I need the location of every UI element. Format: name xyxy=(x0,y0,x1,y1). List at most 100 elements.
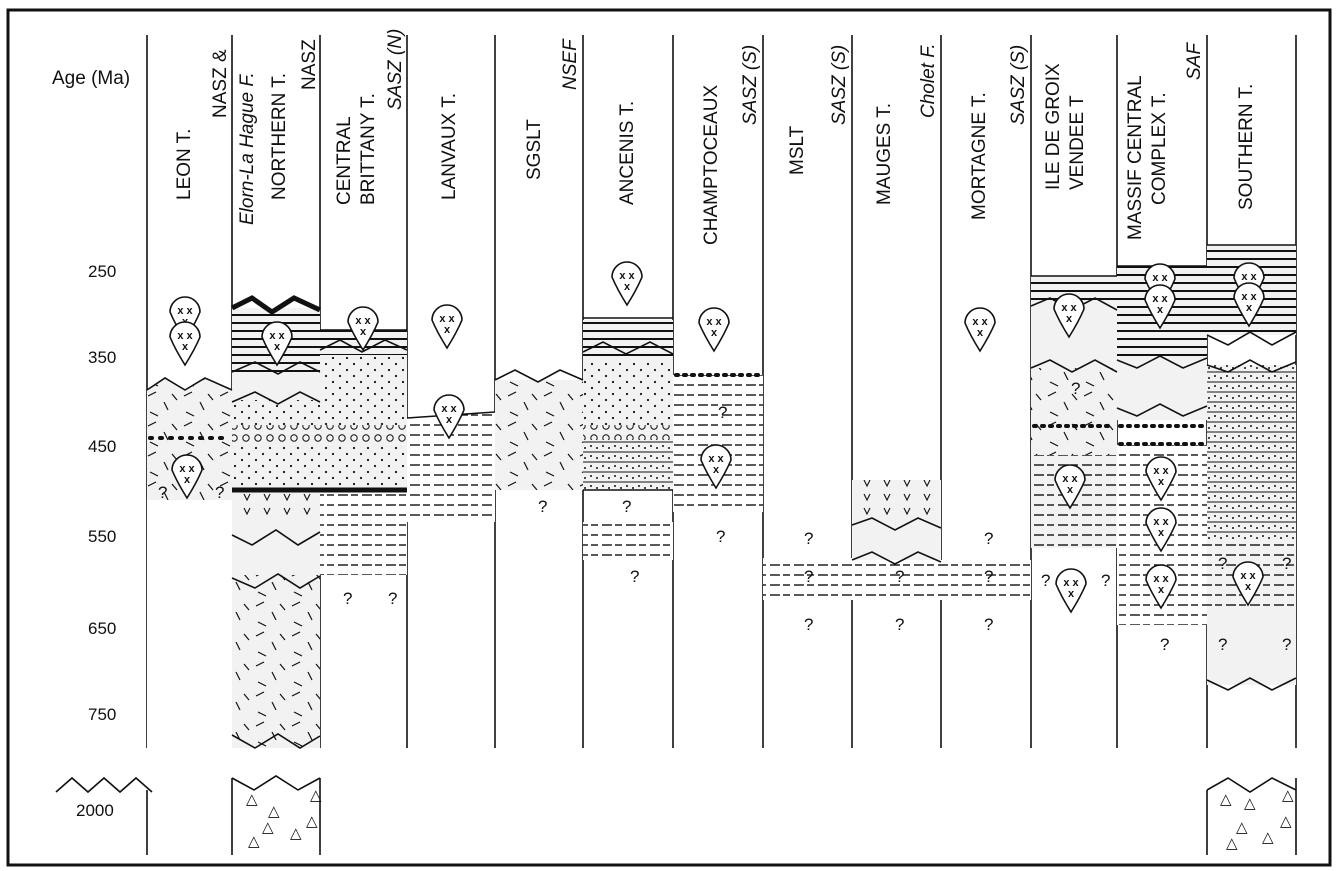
triangle-glyph: △ xyxy=(1236,818,1248,836)
axis-tick-break: 2000 xyxy=(76,801,114,820)
svg-text:x: x xyxy=(184,474,191,486)
boundary-label-nsef: NSEF xyxy=(560,38,581,90)
triangle-glyph: △ xyxy=(246,790,258,808)
svg-text:x: x xyxy=(360,326,367,338)
question-mark: ? xyxy=(895,615,904,634)
boundary-label-sasz-s-3: SASZ (S) xyxy=(1008,45,1029,125)
axis-tick: 350 xyxy=(88,348,116,367)
question-mark: ? xyxy=(718,403,727,422)
column-label-massif-central-1: MASSIF CENTRAL xyxy=(1125,75,1146,240)
triangle-glyph: △ xyxy=(310,786,322,804)
column-label-northern: NORTHERN T. xyxy=(269,73,290,200)
boundary-label-sasz-s-1: SASZ (S) xyxy=(740,45,761,125)
boundary-label-elorn-la-hague: Elorn-La Hague F. xyxy=(237,72,258,225)
column-label-mauges: MAUGES T. xyxy=(874,103,895,205)
question-mark: ? xyxy=(716,527,725,546)
question-mark: ? xyxy=(804,615,813,634)
question-mark: ? xyxy=(895,567,904,586)
triangle-glyph: △ xyxy=(248,832,260,850)
triangle-glyph: △ xyxy=(1280,812,1292,830)
svg-text:x: x xyxy=(1158,527,1165,539)
column-label-ile-de-groix-1: ILE DE GROIX xyxy=(1043,63,1064,190)
pluton-symbol: x xx xyxy=(1056,569,1086,612)
question-mark: ? xyxy=(984,529,993,548)
triangle-glyph: △ xyxy=(1220,790,1232,808)
column-label-southern: SOUTHERN T. xyxy=(1236,84,1257,210)
question-mark: ? xyxy=(158,483,167,502)
svg-text:x: x xyxy=(977,327,984,339)
axis-break-mark xyxy=(56,778,152,792)
boundary-label-sasz-s-2: SASZ (S) xyxy=(829,45,850,125)
svg-text:x: x xyxy=(1067,484,1074,496)
pluton-symbol: x xx xyxy=(170,322,200,365)
question-mark: ? xyxy=(804,567,813,586)
question-mark: ? xyxy=(1282,554,1291,573)
question-mark: ? xyxy=(1071,379,1080,398)
svg-text:x: x xyxy=(182,341,189,353)
question-mark: ? xyxy=(984,615,993,634)
svg-text:x: x xyxy=(1158,584,1165,596)
svg-text:x: x xyxy=(1245,581,1252,593)
svg-text:x: x xyxy=(1068,588,1075,600)
pluton-symbol: x xx xyxy=(699,308,729,351)
question-mark: ? xyxy=(1218,554,1227,573)
column-label-mslt: MSLT xyxy=(787,125,808,175)
boundary-label-nasz: NASZ xyxy=(299,39,320,90)
axis-tick: 450 xyxy=(88,437,116,456)
question-mark: ? xyxy=(388,589,397,608)
triangle-glyph: △ xyxy=(1282,786,1294,804)
question-mark: ? xyxy=(630,567,639,586)
triangle-glyph: △ xyxy=(306,812,318,830)
axis-tick: 250 xyxy=(88,262,116,281)
triangle-glyph: △ xyxy=(262,818,274,836)
svg-text:x: x xyxy=(274,341,281,353)
column-label-ile-de-groix-2: VENDEE T xyxy=(1067,95,1088,190)
boundary-label-cholet: Cholet F. xyxy=(918,43,939,118)
boundary-label-nasz-elorn: NASZ & xyxy=(210,49,231,118)
svg-text:x: x xyxy=(713,464,720,476)
column-labels: LEON T. NORTHERN T. CENTRAL BRITTANY T. … xyxy=(174,63,1257,245)
question-mark: ? xyxy=(622,497,631,516)
question-mark: ? xyxy=(1282,635,1291,654)
svg-text:x: x xyxy=(446,414,453,426)
pluton-symbol: x xx xyxy=(965,308,995,351)
question-mark: ? xyxy=(538,497,547,516)
axis-tick: 550 xyxy=(88,527,116,546)
question-mark: ? xyxy=(804,529,813,548)
column-label-lanvaux: LANVAUX T. xyxy=(439,93,460,200)
column-label-mortagne: MORTAGNE T. xyxy=(969,92,990,220)
age-axis: Age (Ma) 250 350 450 550 650 750 2000 xyxy=(52,68,152,820)
svg-text:x: x xyxy=(1066,313,1073,325)
basement-triangles: △△△△△△△△△△△△△△ xyxy=(246,786,1294,852)
question-mark: ? xyxy=(215,483,224,502)
question-mark: ? xyxy=(1101,571,1110,590)
column-label-ancenis: ANCENIS T. xyxy=(617,101,638,205)
axis-tick: 650 xyxy=(88,619,116,638)
question-mark: ? xyxy=(1041,571,1050,590)
axis-tick: 750 xyxy=(88,705,116,724)
question-mark: ? xyxy=(1218,635,1227,654)
svg-text:x: x xyxy=(624,281,631,293)
column-label-leon: LEON T. xyxy=(174,129,195,200)
pluton-symbol: x xx xyxy=(432,305,462,348)
triangle-glyph: △ xyxy=(1262,828,1274,846)
column-label-central-brittany-1: CENTRAL xyxy=(334,116,355,205)
svg-text:x: x xyxy=(711,327,718,339)
column-label-central-brittany-2: BRITTANY T. xyxy=(358,93,379,205)
question-mark: ? xyxy=(984,567,993,586)
question-mark: ? xyxy=(1160,635,1169,654)
triangle-glyph: △ xyxy=(1226,834,1238,852)
boundary-label-saf: SAF xyxy=(1184,42,1205,80)
pluton-symbol: x xx xyxy=(612,262,642,305)
axis-title: Age (Ma) xyxy=(52,68,130,89)
triangle-glyph: △ xyxy=(290,824,302,842)
question-mark: ? xyxy=(343,589,352,608)
svg-text:x: x xyxy=(1158,476,1165,488)
svg-text:x: x xyxy=(1157,304,1164,316)
column-label-sgslt: SGSLT xyxy=(524,119,545,180)
triangle-glyph: △ xyxy=(1244,794,1256,812)
column-label-massif-central-2: COMPLEX T. xyxy=(1149,92,1170,205)
svg-text:x: x xyxy=(1246,302,1253,314)
svg-text:x: x xyxy=(444,324,451,336)
